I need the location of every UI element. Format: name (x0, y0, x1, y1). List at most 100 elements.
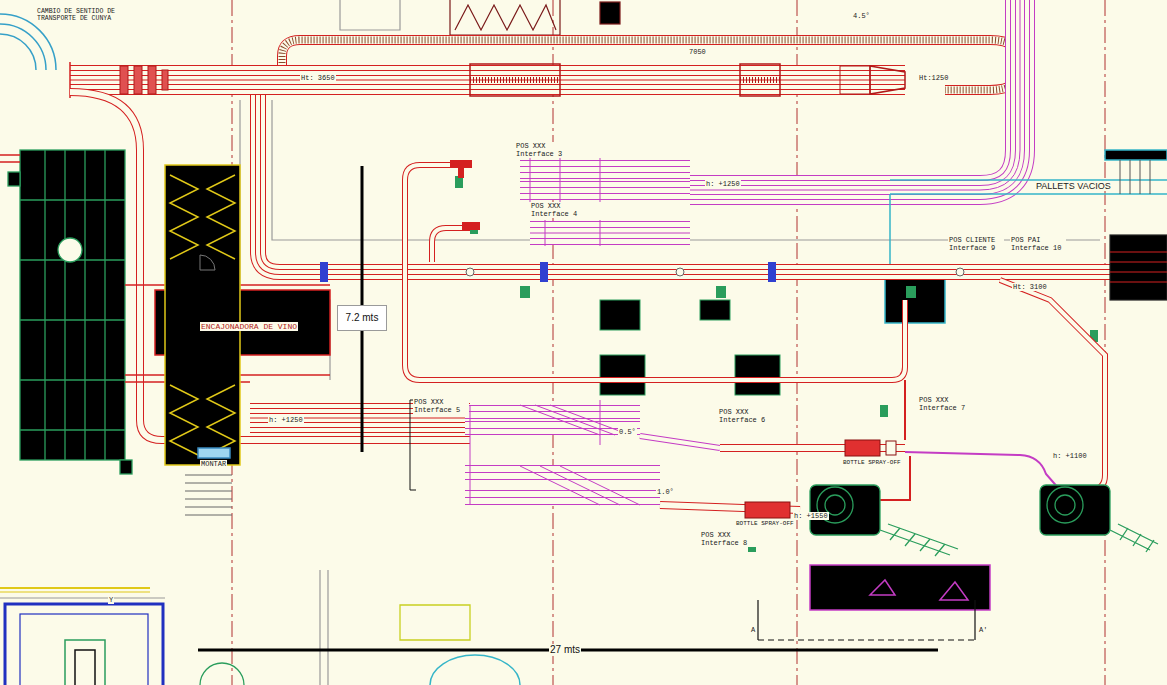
conveyor-line (432, 228, 470, 262)
dimension-text: 7.2 mts (337, 305, 388, 331)
accumulation-table (120, 66, 128, 94)
hatching (470, 77, 560, 83)
dimension-text: 7050 (688, 48, 707, 56)
height-mark: Ht: 3100 (1012, 283, 1048, 291)
case-packer (200, 255, 215, 270)
section-mark: A (750, 626, 756, 634)
case-packer (165, 165, 240, 515)
conveyor-section (520, 167, 690, 193)
conveyor-section (465, 480, 660, 490)
conveyor-bundle (70, 80, 905, 81)
building-outline (0, 588, 520, 685)
machine-name: ENCAJONADORA DE VINO (200, 322, 298, 331)
conveyor-bundle (258, 95, 1112, 272)
transfer-unit (450, 160, 480, 230)
conveyor-bundle (258, 95, 1112, 272)
section-line (974, 600, 975, 640)
conveyor-section (530, 227, 690, 239)
section-mark: A' (978, 626, 988, 634)
conveyor-section (465, 418, 640, 422)
conveyor-line (640, 436, 720, 448)
machine-outline (700, 300, 730, 320)
pallet-conveyor (890, 179, 1167, 181)
labeller-area (870, 580, 895, 595)
depalletizer (20, 200, 125, 430)
bottle-machine (810, 485, 880, 535)
conveyor-section (530, 222, 690, 244)
case-packer (170, 175, 198, 455)
building-outline (0, 0, 1100, 685)
interface-tag: POS PAI Interface 10 (1010, 236, 1066, 252)
bottle-machine (1047, 487, 1083, 523)
axis-mark: Y (108, 596, 114, 604)
conveyor-bundle (690, 0, 1020, 190)
machine-outline (600, 2, 620, 24)
conveyor-section (465, 400, 660, 505)
building-outline (327, 570, 328, 685)
dimension-text: 27 mts (549, 644, 581, 656)
interface-tag: POS XXX Interface 7 (918, 396, 974, 412)
accumulation-table (134, 66, 142, 94)
height-mark: Ht:1250 (918, 74, 949, 82)
curved-conveyor (0, 24, 46, 70)
section-line (758, 600, 975, 640)
conveyor-section (530, 158, 600, 246)
operator-symbol (455, 176, 1098, 552)
conveyor-line (70, 92, 470, 440)
conveyor-section (465, 465, 660, 505)
sensor-symbol (676, 268, 684, 276)
conveyor-section (520, 166, 690, 194)
conveyor-section (465, 405, 640, 435)
labeller-area (810, 565, 990, 610)
bottle-machine (880, 524, 958, 556)
sensor-symbol (320, 262, 964, 282)
angle-mark: 0.5° (618, 428, 637, 436)
accumulation-table (148, 66, 156, 94)
building-outline (319, 570, 320, 685)
conveyor-line (432, 228, 470, 262)
building-outline (0, 592, 150, 593)
building-outline (0, 597, 165, 598)
conveyor-line (904, 380, 906, 440)
height-mark: h: +1100 (1052, 452, 1088, 460)
labeller-area (810, 565, 990, 610)
pallet-conveyor (1120, 160, 1150, 194)
conveyor-bundle (690, 0, 1020, 190)
conveyor-line (1000, 280, 1105, 490)
conveyor-bundle (258, 95, 1112, 272)
conveyor-line (70, 92, 470, 440)
depalletizer (58, 238, 82, 262)
conveyor-line (405, 165, 905, 380)
hatching (470, 77, 780, 83)
conveyor-bundle (70, 65, 905, 95)
depalletizer (0, 155, 20, 162)
axis-line (232, 0, 1105, 685)
conveyor-section (520, 161, 690, 199)
conveyor-section (465, 419, 640, 421)
conveyor-section (530, 233, 690, 234)
machine-outline (600, 300, 640, 330)
conveyor-bundle (690, 0, 1020, 190)
conveyor-bundle (70, 76, 905, 84)
bottle-machine (1110, 524, 1158, 552)
case-packer (165, 165, 240, 465)
conveyor-bundle (258, 95, 1112, 272)
machine-outline (450, 0, 620, 35)
conveyor-section (530, 228, 690, 238)
transfer-unit (450, 160, 472, 168)
accumulation-table (120, 64, 905, 96)
operator-symbol (520, 286, 530, 298)
curved-conveyor (0, 34, 36, 70)
conveyor-line (640, 436, 720, 448)
palletizer (1110, 252, 1167, 282)
operator-symbol (716, 286, 726, 298)
bottle-machine (810, 485, 1158, 556)
depalletizer (8, 172, 20, 186)
area-name: PALLETS VACIOS (1035, 181, 1112, 191)
sensor-symbol (768, 262, 776, 282)
building-outline (0, 587, 150, 589)
conveyor-section (465, 479, 660, 491)
building-outline (65, 640, 105, 685)
conveyor-bundle (690, 0, 1020, 190)
